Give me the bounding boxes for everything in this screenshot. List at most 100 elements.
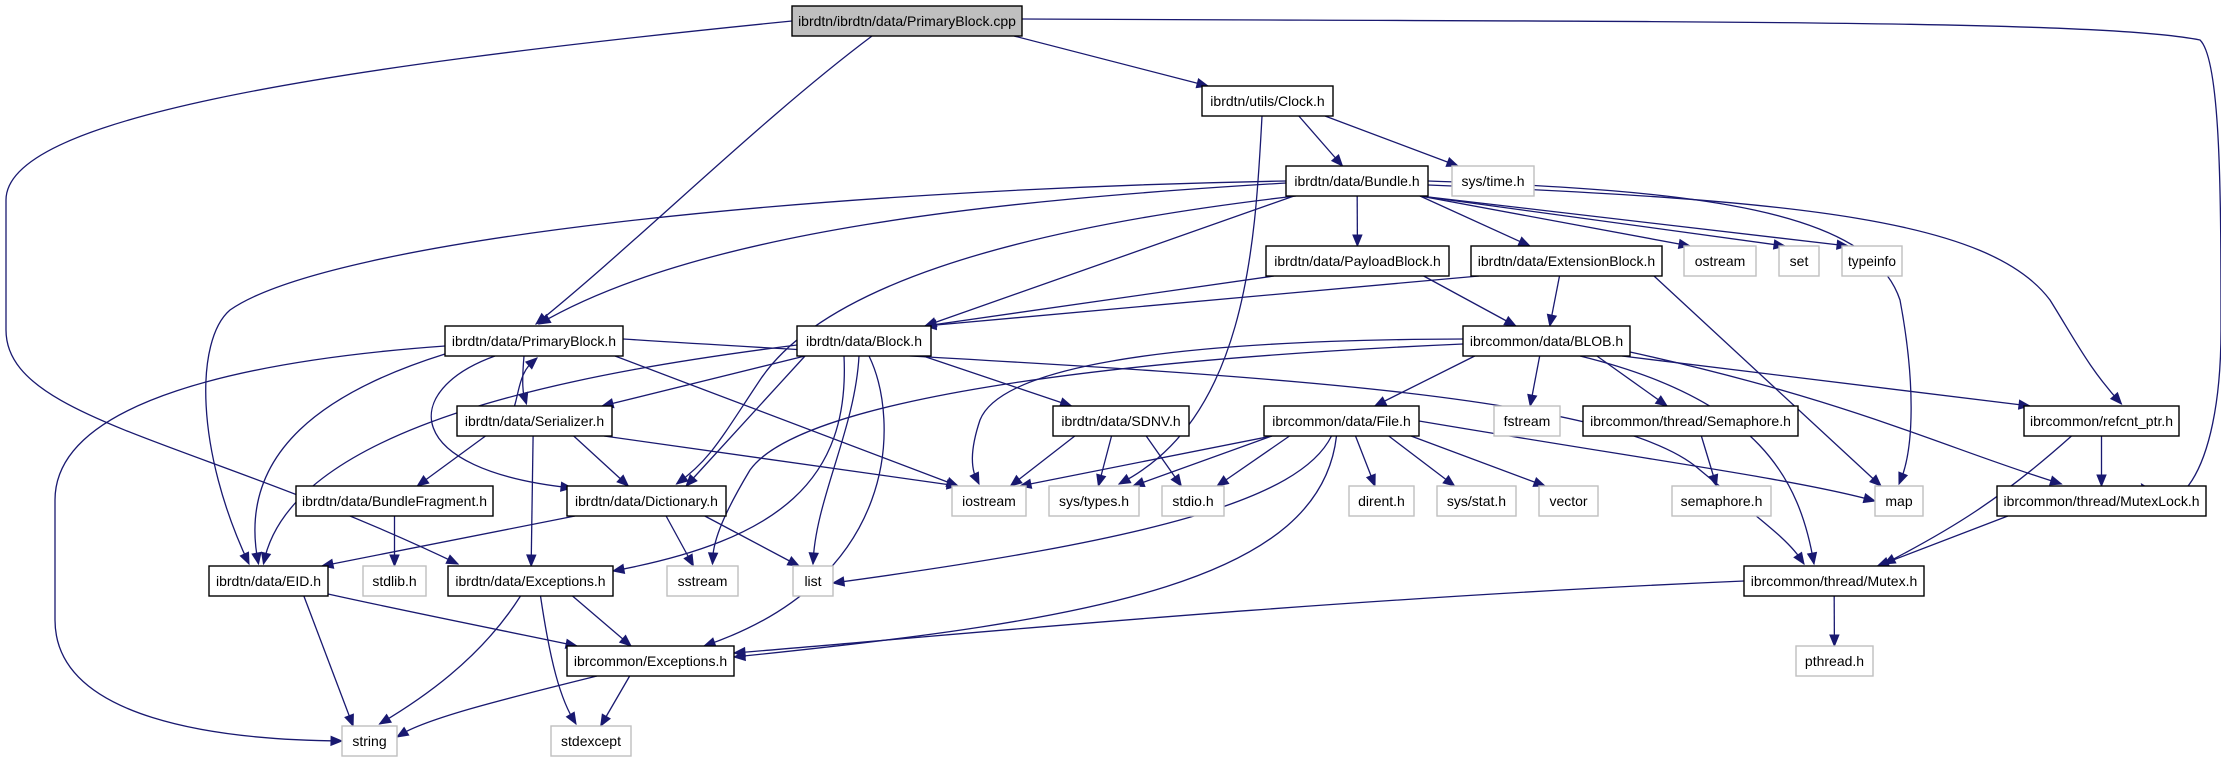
node-extension[interactable]: ibrdtn/data/ExtensionBlock.h bbox=[1470, 245, 1663, 277]
arrowhead-icon bbox=[707, 552, 719, 566]
node-label: ibrdtn/data/EID.h bbox=[216, 573, 321, 589]
edge-primaryh-to-mutex bbox=[622, 338, 1805, 566]
node-box bbox=[1743, 565, 1925, 597]
arrowhead-icon bbox=[2049, 475, 2063, 486]
edge-file-to-vector bbox=[1410, 435, 1547, 487]
edge-line bbox=[601, 355, 806, 407]
node-label: vector bbox=[1549, 493, 1587, 509]
edge-line bbox=[812, 355, 860, 565]
node-fragment[interactable]: ibrdtn/data/BundleFragment.h bbox=[295, 485, 494, 517]
arrowhead-icon bbox=[1442, 474, 1456, 487]
node-set: set bbox=[1778, 245, 1820, 277]
node-serializer[interactable]: ibrdtn/data/Serializer.h bbox=[456, 405, 613, 437]
edge-serializer-to-primaryh bbox=[513, 357, 538, 407]
node-box bbox=[1263, 405, 1420, 437]
edge-bundle-to-primaryh bbox=[537, 182, 1287, 325]
edge-file-to-stdio bbox=[1216, 435, 1290, 487]
edge-line bbox=[711, 343, 1464, 565]
arrowhead-icon bbox=[732, 646, 746, 658]
node-mutexlock[interactable]: ibrcommon/thread/MutexLock.h bbox=[1996, 485, 2207, 517]
node-box bbox=[1285, 165, 1429, 197]
node-systime: sys/time.h bbox=[1451, 165, 1535, 197]
node-label: ibrdtn/data/Bundle.h bbox=[1294, 173, 1419, 189]
node-label: ibrcommon/data/File.h bbox=[1272, 413, 1411, 429]
arrowhead-icon bbox=[344, 713, 354, 728]
edge-payload-to-blob bbox=[1423, 275, 1517, 327]
edge-file-to-dirent bbox=[1354, 435, 1376, 488]
arrowhead-icon bbox=[395, 726, 410, 738]
edge-line bbox=[535, 35, 873, 325]
edge-block-to-exceptions bbox=[611, 355, 845, 575]
node-label: ibrcommon/thread/Semaphore.h bbox=[1590, 413, 1791, 429]
edge-serializer-to-exceptions bbox=[526, 435, 537, 568]
node-refcnt[interactable]: ibrcommon/refcnt_ptr.h bbox=[2023, 405, 2180, 437]
node-file[interactable]: ibrcommon/data/File.h bbox=[1263, 405, 1420, 437]
node-exceptions[interactable]: ibrdtn/data/Exceptions.h bbox=[447, 565, 614, 597]
edge-line bbox=[603, 435, 959, 487]
edge-line bbox=[924, 275, 1275, 327]
arrowhead-icon bbox=[1517, 236, 1532, 247]
node-box bbox=[1348, 485, 1415, 517]
edge-line bbox=[612, 355, 845, 572]
arrowhead-icon bbox=[675, 472, 689, 485]
node-box bbox=[447, 565, 614, 597]
node-blob[interactable]: ibrcommon/data/BLOB.h bbox=[1462, 325, 1631, 357]
edge-line bbox=[971, 338, 1464, 485]
edge-root-to-clock bbox=[1013, 35, 1210, 89]
edge-line bbox=[832, 435, 1333, 584]
edge-bundle-to-refcnt bbox=[1427, 184, 2123, 405]
edge-line bbox=[1629, 351, 2062, 485]
node-primaryh[interactable]: ibrdtn/data/PrimaryBlock.h bbox=[444, 325, 624, 357]
node-sdnv[interactable]: ibrdtn/data/SDNV.h bbox=[1052, 405, 1190, 437]
arrowhead-icon bbox=[808, 552, 819, 566]
node-cexceptions[interactable]: ibrcommon/Exceptions.h bbox=[566, 645, 735, 677]
node-box bbox=[1671, 485, 1772, 517]
arrowhead-icon bbox=[330, 735, 344, 747]
node-dictionary[interactable]: ibrdtn/data/Dictionary.h bbox=[566, 485, 727, 517]
node-box bbox=[566, 485, 727, 517]
edge-line bbox=[733, 580, 1745, 654]
node-label: iostream bbox=[962, 493, 1016, 509]
node-box bbox=[295, 485, 494, 517]
arrowhead-icon bbox=[445, 554, 460, 565]
node-label: pthread.h bbox=[1805, 653, 1864, 669]
node-box bbox=[792, 565, 834, 597]
node-bundle[interactable]: ibrdtn/data/Bundle.h bbox=[1285, 165, 1429, 197]
node-box bbox=[1493, 405, 1561, 437]
node-label: semaphore.h bbox=[1681, 493, 1763, 509]
node-string: string bbox=[341, 725, 398, 757]
node-label: sstream bbox=[678, 573, 728, 589]
edge-serializer-to-fragment bbox=[416, 435, 486, 487]
edge-line bbox=[676, 195, 1297, 485]
arrowhead-icon bbox=[786, 556, 801, 567]
node-box bbox=[1582, 405, 1799, 437]
node-eid[interactable]: ibrdtn/data/EID.h bbox=[208, 565, 329, 597]
arrowhead-icon bbox=[2096, 474, 2107, 488]
node-root[interactable]: ibrdtn/ibrdtn/data/PrimaryBlock.cpp bbox=[791, 5, 1023, 37]
edge-bundle-to-dictionary bbox=[675, 195, 1297, 485]
arrowhead-icon bbox=[1708, 473, 1719, 488]
node-payload[interactable]: ibrdtn/data/PayloadBlock.h bbox=[1265, 245, 1450, 277]
node-box bbox=[1265, 245, 1450, 277]
edge-line bbox=[1410, 435, 1546, 487]
edge-sdnv-to-stdio bbox=[1145, 435, 1183, 488]
node-label: ibrcommon/data/BLOB.h bbox=[1470, 333, 1623, 349]
edge-bundle-to-block bbox=[923, 195, 1295, 328]
edge-mutexlock-to-mutex bbox=[1876, 515, 2009, 567]
edge-file-to-list bbox=[831, 435, 1333, 587]
edge-line bbox=[685, 355, 806, 487]
edge-line bbox=[1579, 355, 1815, 565]
edge-line bbox=[254, 353, 446, 565]
edge-bundle-to-payload bbox=[1352, 195, 1363, 248]
node-semaphore[interactable]: ibrcommon/thread/Semaphore.h bbox=[1582, 405, 1799, 437]
node-mutex[interactable]: ibrcommon/thread/Mutex.h bbox=[1743, 565, 1925, 597]
node-clock[interactable]: ibrdtn/utils/Clock.h bbox=[1201, 85, 1334, 117]
edge-fragment-to-stdlib bbox=[389, 516, 400, 568]
node-label: ibrdtn/data/BundleFragment.h bbox=[302, 493, 487, 509]
node-box bbox=[1683, 245, 1757, 277]
arrowhead-icon bbox=[683, 553, 695, 568]
edge-cexceptions-to-string bbox=[395, 675, 598, 738]
edge-line bbox=[704, 515, 800, 567]
edge-clock-to-systime bbox=[1324, 115, 1460, 167]
node-block[interactable]: ibrdtn/data/Block.h bbox=[796, 325, 932, 357]
